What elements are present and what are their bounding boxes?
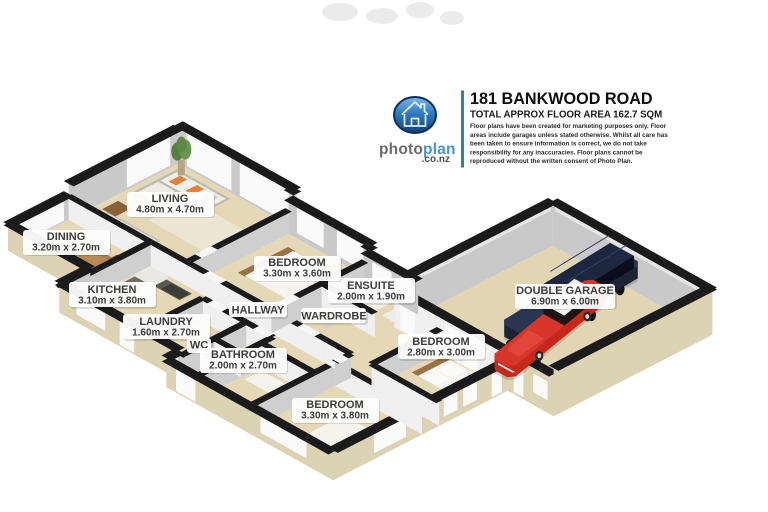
svg-text:2.80m x 3.00m: 2.80m x 3.00m xyxy=(407,348,475,359)
svg-text:BEDROOM: BEDROOM xyxy=(268,257,325,269)
svg-text:Floor plans have been created: Floor plans have been created for market… xyxy=(470,123,667,130)
svg-text:2.00m x 1.90m: 2.00m x 1.90m xyxy=(337,292,405,303)
svg-text:DOUBLE GARAGE: DOUBLE GARAGE xyxy=(516,285,614,297)
svg-text:3.30m x 3.60m: 3.30m x 3.60m xyxy=(263,269,331,280)
svg-text:3.30m x 3.80m: 3.30m x 3.80m xyxy=(301,411,369,422)
svg-text:1.60m x 2.70m: 1.60m x 2.70m xyxy=(132,328,200,339)
svg-text:BATHROOM: BATHROOM xyxy=(211,349,275,361)
svg-text:WARDROBE: WARDROBE xyxy=(301,311,366,323)
svg-text:DINING: DINING xyxy=(47,231,86,243)
svg-text:reproduced without the written: reproduced without the written consent o… xyxy=(470,158,633,165)
svg-text:been taken to ensure informati: been taken to ensure information is corr… xyxy=(470,141,647,148)
svg-text:.co.nz: .co.nz xyxy=(422,154,450,165)
svg-text:ENSUITE: ENSUITE xyxy=(347,280,395,292)
svg-text:KITCHEN: KITCHEN xyxy=(88,284,137,296)
svg-text:6.90m x 6.00m: 6.90m x 6.00m xyxy=(531,297,599,308)
svg-text:HALLWAY: HALLWAY xyxy=(232,305,285,317)
svg-text:BEDROOM: BEDROOM xyxy=(306,399,363,411)
svg-text:3.10m x 3.80m: 3.10m x 3.80m xyxy=(78,296,146,307)
svg-text:3.20m x 2.70m: 3.20m x 2.70m xyxy=(32,243,100,254)
svg-text:LIVING: LIVING xyxy=(152,193,189,205)
svg-text:TOTAL APPROX FLOOR AREA 162.7: TOTAL APPROX FLOOR AREA 162.7 SQM xyxy=(470,110,662,121)
svg-text:responsibility for any inaccur: responsibility for any inaccuracies. Flo… xyxy=(470,149,643,156)
svg-text:4.80m x 4.70m: 4.80m x 4.70m xyxy=(136,205,204,216)
svg-text:181 BANKWOOD ROAD: 181 BANKWOOD ROAD xyxy=(470,90,653,108)
svg-text:2.00m x 2.70m: 2.00m x 2.70m xyxy=(209,361,277,372)
svg-text:BEDROOM: BEDROOM xyxy=(412,336,469,348)
svg-text:LAUNDRY: LAUNDRY xyxy=(139,316,193,328)
svg-text:photoplan: photoplan xyxy=(379,141,456,158)
svg-text:areas include garages unless s: areas include garages unless stated othe… xyxy=(470,132,668,139)
